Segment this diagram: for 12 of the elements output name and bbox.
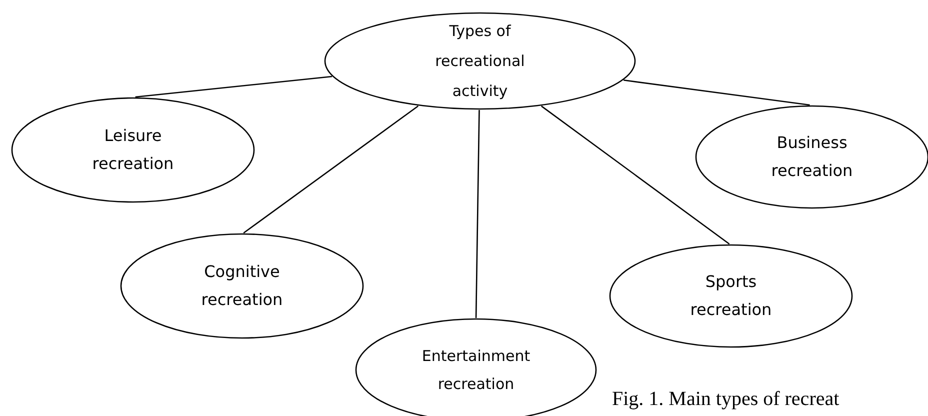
connector-line [624, 80, 810, 106]
connector-line [135, 76, 332, 98]
caption: Fig. 1. Main types of recreat [612, 388, 840, 411]
node-label: Business recreation [770, 132, 854, 182]
connector-line [475, 110, 480, 318]
connector-line [541, 106, 730, 245]
node-label: Leisure recreation [91, 125, 175, 175]
connector-line [243, 105, 419, 234]
node-label: Sports recreation [689, 271, 773, 321]
node-label: Cognitive recreation [200, 261, 284, 311]
node-label: Types of recreational activity [434, 21, 526, 102]
node-label: Entertainment recreation [420, 346, 532, 395]
